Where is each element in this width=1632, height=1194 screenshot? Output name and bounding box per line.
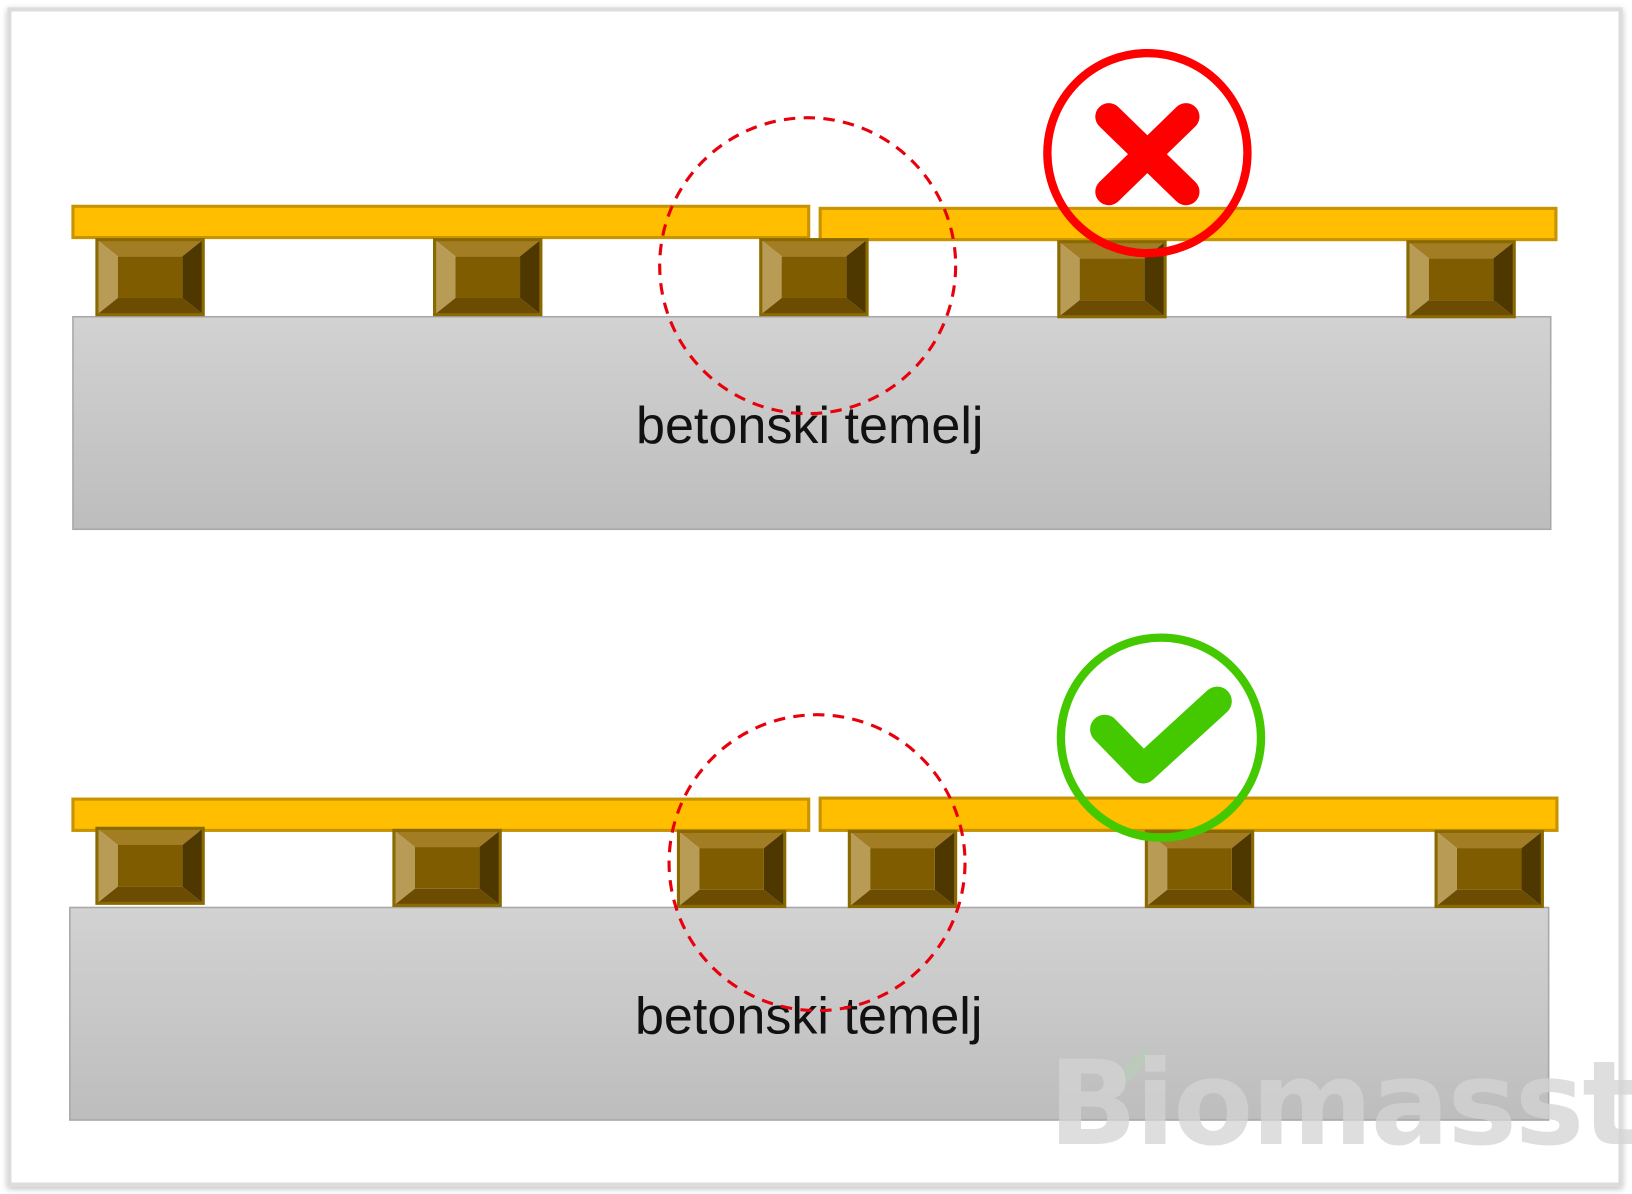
board-right [818, 796, 1559, 832]
support-block [95, 826, 205, 905]
check-icon [1056, 633, 1266, 842]
leaf-icon [1117, 1048, 1149, 1084]
board-left [71, 797, 811, 832]
support-block [1434, 829, 1544, 909]
support-block [847, 829, 958, 909]
highlight-circle [658, 116, 958, 416]
support-block [392, 828, 502, 907]
support-block [95, 238, 205, 317]
watermark: Biomasster [1048, 1036, 1632, 1172]
support-block [759, 238, 869, 317]
highlight-circle [667, 713, 967, 1013]
top-diagram: betonski temelj [71, 48, 1558, 531]
concrete-foundation [72, 315, 1552, 531]
board-right [818, 206, 1558, 242]
support-block [1144, 829, 1255, 909]
support-block [433, 238, 543, 317]
support-block [1406, 240, 1516, 319]
foundation-label: betonski temelj [635, 988, 983, 1046]
cross-icon [1043, 48, 1252, 258]
bottom-diagram: betonski temelj [69, 633, 1559, 1121]
support-block [676, 829, 787, 909]
concrete-foundation [69, 906, 1550, 1121]
watermark-logo: Biomasster [1048, 1036, 1632, 1172]
board-left [71, 204, 811, 240]
foundation-label: betonski temelj [636, 397, 984, 455]
